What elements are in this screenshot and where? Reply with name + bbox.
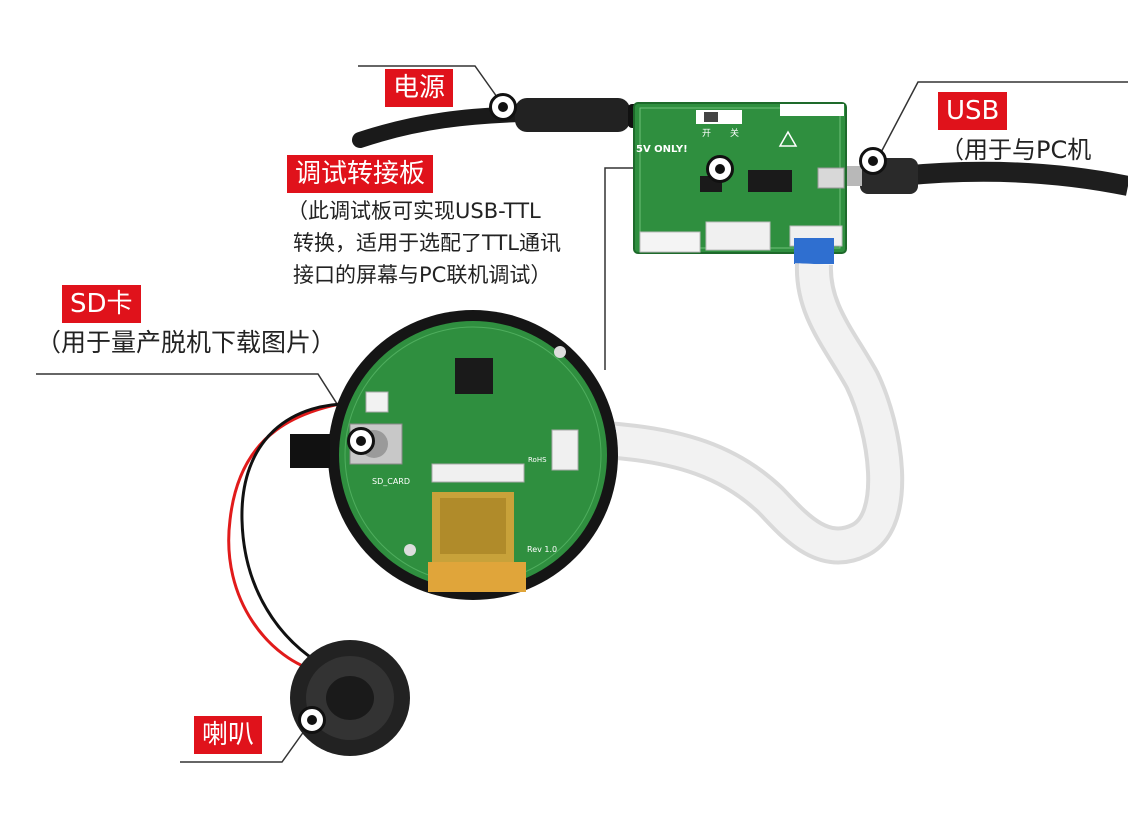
ribbon-cable <box>574 238 905 565</box>
sd-card-silkscreen: SD_CARD <box>372 477 410 486</box>
speaker-wires <box>227 398 361 674</box>
usb-leader-line <box>876 81 1128 161</box>
debug-board-label: 调试转接板 <box>287 155 434 193</box>
rev-silkscreen: Rev 1.0 <box>527 545 557 554</box>
sd-card-description: （用于量产脱机下载图片） <box>36 328 337 357</box>
sd-card-label: SD卡 <box>62 285 141 323</box>
speaker-label: 喇叭 <box>194 716 263 754</box>
usb-label: USB <box>938 92 1008 130</box>
round-display-board: SD_CARD Rev 1.0 RoHS <box>290 310 618 600</box>
switch-off-silkscreen: 关 <box>730 127 739 139</box>
rohs-silkscreen: RoHS <box>528 456 547 464</box>
debug-adapter-board: 5V ONLY! 开 关 <box>633 102 847 254</box>
debug-board-marker-icon <box>706 155 734 183</box>
five-v-only-silkscreen: 5V ONLY! <box>636 144 688 155</box>
power-leader-line <box>358 65 503 105</box>
debug-board-description-line-3: 接口的屏幕与PC联机调试） <box>293 263 552 287</box>
power-marker-icon <box>489 93 517 121</box>
speaker-marker-icon <box>298 706 326 734</box>
switch-on-silkscreen: 开 <box>702 128 711 139</box>
speaker-leader-line <box>180 719 313 763</box>
debug-board-description-line-1: （此调试板可实现USB-TTL <box>287 199 541 223</box>
sd-card-marker-icon <box>347 427 375 455</box>
sd-card-leader-line <box>36 373 361 441</box>
debug-board-description-line-2: 转换，适用于选配了TTL通讯 <box>293 231 561 255</box>
speaker <box>290 640 410 756</box>
usb-marker-icon <box>859 147 887 175</box>
power-label: 电源 <box>385 69 454 107</box>
usb-description: （用于与PC机 <box>940 136 1092 164</box>
